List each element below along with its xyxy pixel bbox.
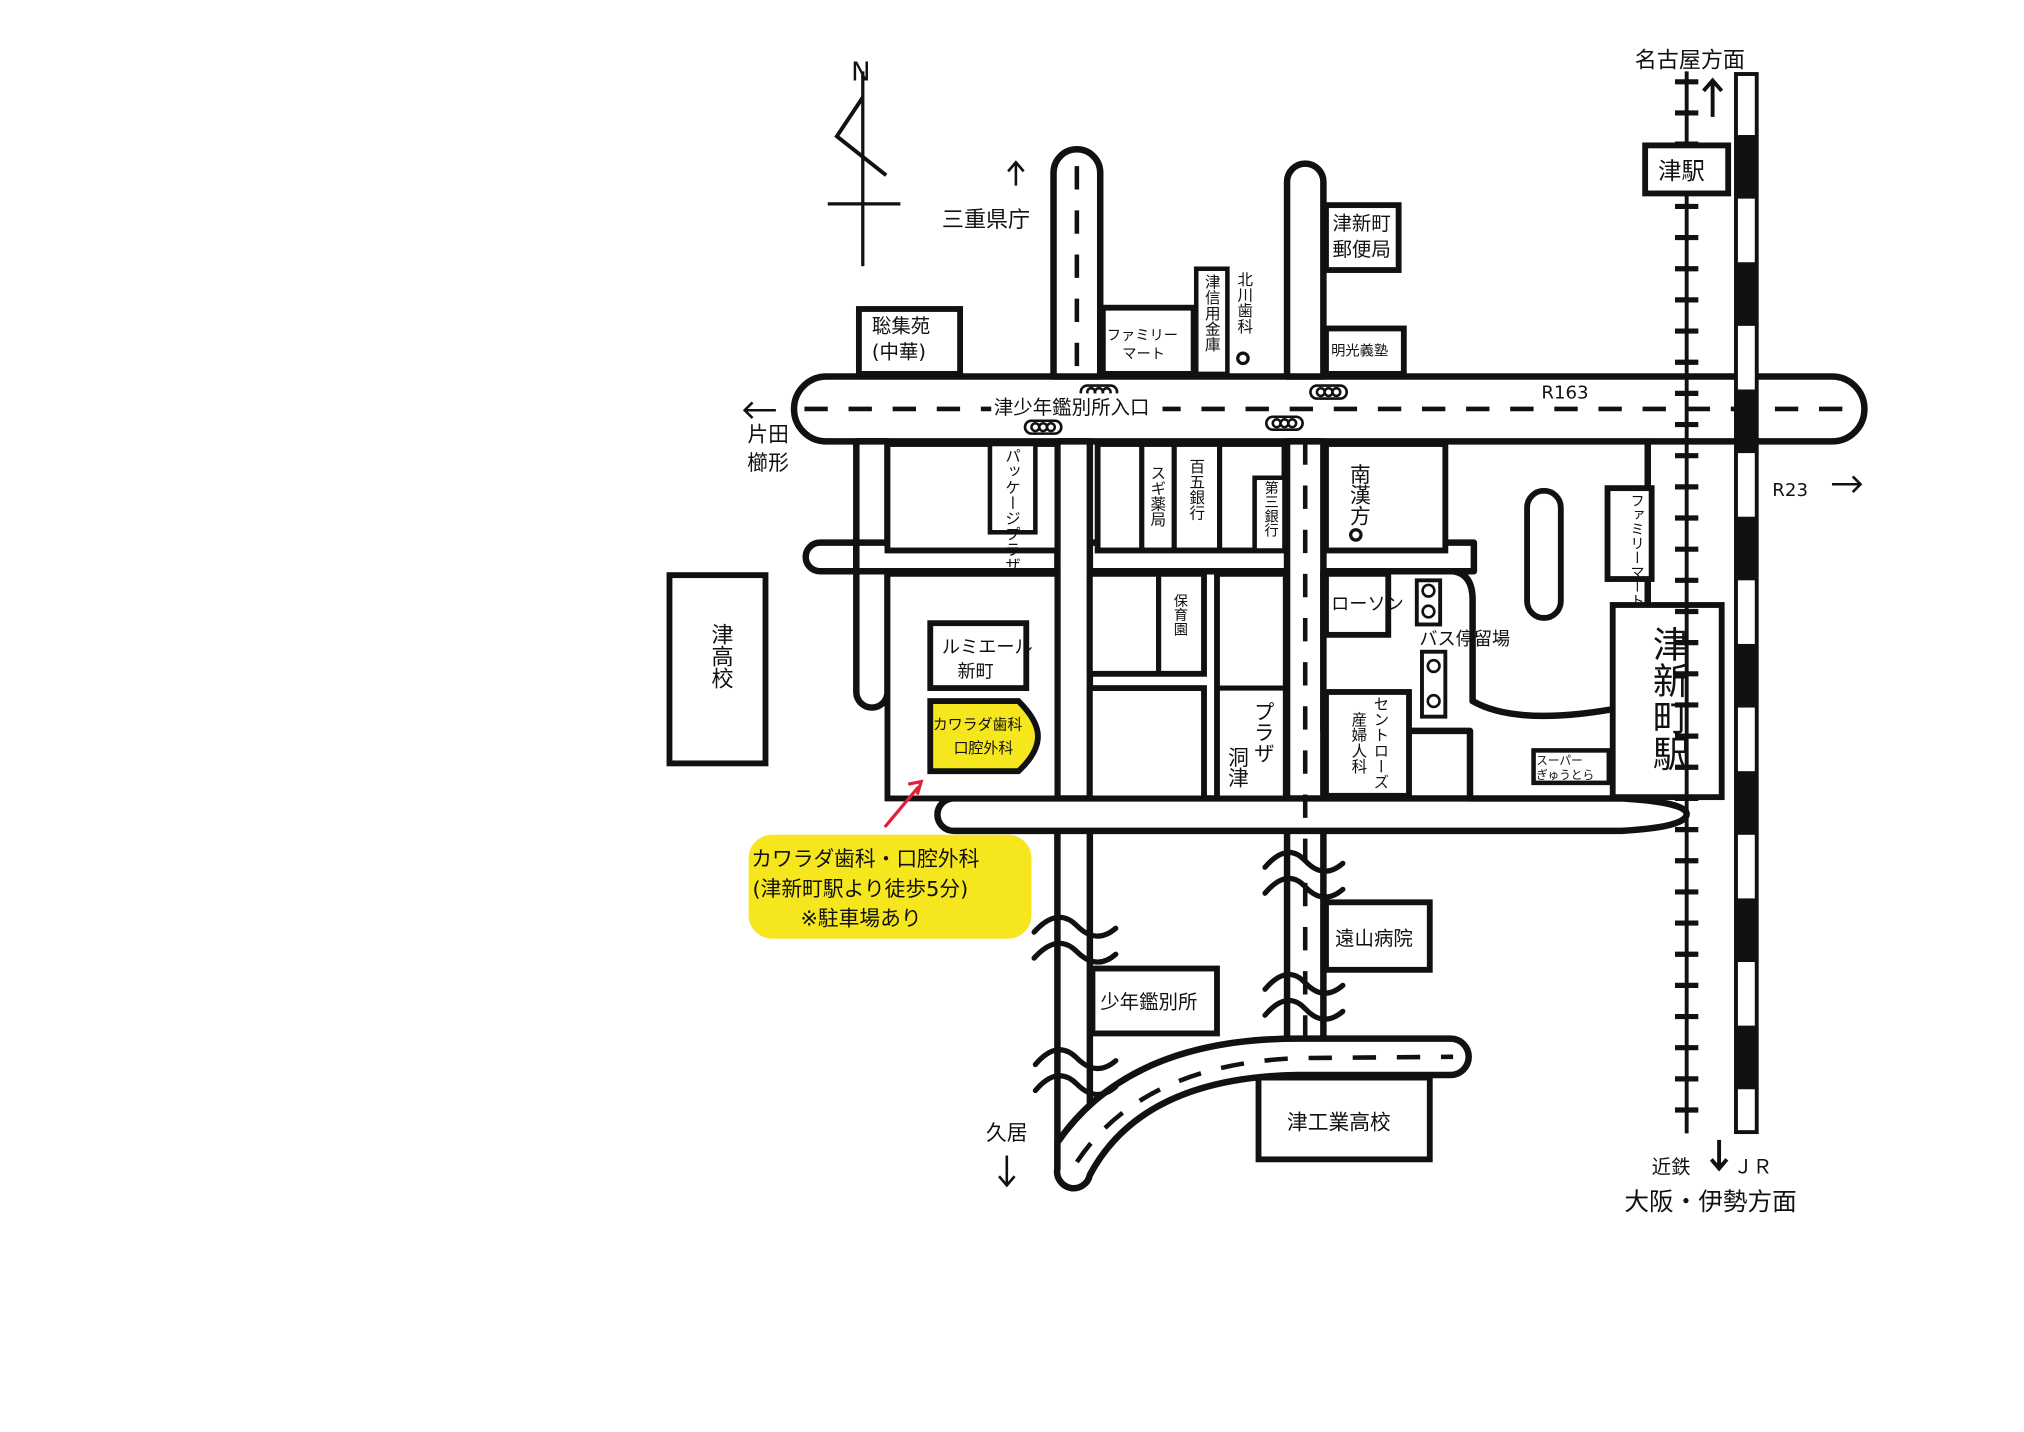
daisan-bank-building bbox=[1252, 475, 1287, 553]
centrose-label: セントローズ bbox=[1371, 696, 1389, 789]
tsu-shinkin-building bbox=[1193, 266, 1230, 377]
callout-clinic-name: カワラダ歯科・口腔外科 bbox=[751, 847, 979, 871]
compass-north-label: N bbox=[851, 57, 870, 87]
kintetsu-label: 近鉄 bbox=[1652, 1156, 1691, 1179]
meiko-label: 明光義塾 bbox=[1331, 343, 1388, 360]
soshuen-sub-label: (中華) bbox=[872, 340, 926, 363]
lawson-building bbox=[1323, 570, 1392, 638]
north-compass-icon: N bbox=[827, 57, 901, 267]
nagoya-direction-label: 名古屋方面 bbox=[1635, 49, 1745, 74]
tsu-tech-high-building bbox=[1255, 1074, 1433, 1163]
daisan-label: 第三銀行 bbox=[1262, 479, 1278, 539]
callout-parking-note: ※駐車場あり bbox=[801, 907, 922, 931]
road-lower bbox=[934, 795, 1690, 835]
bus-stop-markers bbox=[1414, 578, 1448, 719]
dotsu-label: 洞津 bbox=[1224, 747, 1248, 789]
callout-access-note: (津新町駅より徒歩5分) bbox=[753, 877, 969, 901]
jr-rail-segment bbox=[1735, 135, 1757, 199]
block-nursery bbox=[1086, 570, 1207, 677]
r163-label: R163 bbox=[1541, 383, 1588, 404]
familymart-north-label: ファミリー bbox=[1107, 328, 1178, 344]
soshuen-building bbox=[855, 306, 964, 377]
tsu-high-school-label: 津高校 bbox=[708, 623, 734, 690]
familymart-north-building bbox=[1099, 304, 1197, 377]
jr-rail-segment bbox=[1735, 771, 1757, 835]
station-rotary bbox=[1524, 487, 1564, 621]
plaza-label: プラザ bbox=[1250, 701, 1274, 763]
lumiere-sub-label: 新町 bbox=[958, 662, 994, 683]
super-gyutora-building bbox=[1531, 748, 1612, 786]
package-plaza-label: パッケージプラザ bbox=[1003, 448, 1021, 573]
road-curved-south bbox=[1053, 1035, 1472, 1192]
tsu-shinmachi-station-label: 津新町駅 bbox=[1647, 626, 1690, 771]
kawarada-clinic-building bbox=[927, 698, 1041, 775]
super-label: スーパー bbox=[1536, 754, 1583, 768]
jr-rail-segment bbox=[1735, 898, 1757, 963]
juvenile-center-building bbox=[1089, 965, 1220, 1037]
jr-rail-segment bbox=[1735, 643, 1757, 708]
super-sub-label: ぎゅうとら bbox=[1536, 768, 1594, 782]
post-office-label: 津新町 bbox=[1332, 212, 1390, 235]
centrose-building bbox=[1323, 689, 1412, 799]
post-office-sub-label: 郵便局 bbox=[1332, 238, 1390, 261]
nursery-label: 保育園 bbox=[1171, 593, 1187, 637]
soshuen-label: 聡集苑 bbox=[872, 314, 930, 337]
toyama-hospital-building bbox=[1323, 899, 1433, 973]
direction-arrows bbox=[742, 77, 1863, 1188]
jr-rail-segment bbox=[1735, 1025, 1757, 1090]
tsu-station-label: 津駅 bbox=[1658, 157, 1705, 185]
post-office-building bbox=[1323, 202, 1402, 273]
kitagawa-dental-label: 北川歯科 bbox=[1235, 271, 1253, 334]
tsu-station-building bbox=[1642, 142, 1732, 197]
nankampo-marker-icon bbox=[1349, 528, 1363, 542]
road-west-stub bbox=[853, 438, 891, 711]
lawson-label: ローソン bbox=[1331, 594, 1404, 615]
toyama-hospital-label: 遠山病院 bbox=[1335, 927, 1413, 950]
clinic-box-label: カワラダ歯科 bbox=[933, 716, 1023, 734]
nankampo-label: 南漢方 bbox=[1346, 463, 1370, 525]
jr-label: ＪＲ bbox=[1733, 1156, 1772, 1179]
bus-terminal-label: バス停留場 bbox=[1419, 629, 1510, 650]
clinic-callout: カワラダ歯科・口腔外科 (津新町駅より徒歩5分) ※駐車場あり bbox=[748, 779, 1032, 939]
nankampo-building bbox=[1323, 441, 1449, 554]
centrose-sub-label: 産婦人科 bbox=[1349, 711, 1367, 774]
road-centerlines bbox=[804, 166, 1856, 1164]
familymart-north-sub-label: マート bbox=[1122, 346, 1165, 362]
pointer-arrow-icon bbox=[883, 785, 920, 829]
kushigata-label: 櫛形 bbox=[747, 451, 789, 475]
juvenile-center-label: 少年鑑別所 bbox=[1100, 991, 1197, 1014]
tsu-high-school-building bbox=[666, 572, 769, 767]
road-break-marks bbox=[1031, 849, 1346, 1098]
block-southwest bbox=[1086, 685, 1207, 802]
jr-railway bbox=[1734, 72, 1759, 1135]
r23-label: R23 bbox=[1772, 480, 1808, 501]
lumiere-building bbox=[927, 620, 1030, 692]
traffic-signal-icons bbox=[1023, 384, 1349, 435]
tsu-tech-high-label: 津工業高校 bbox=[1287, 1110, 1391, 1134]
hisai-label: 久居 bbox=[986, 1121, 1028, 1145]
clinic-box-sub-label: 口腔外科 bbox=[954, 739, 1014, 757]
familymart-east-building bbox=[1604, 485, 1655, 582]
package-plaza-building bbox=[987, 441, 1038, 535]
prefectural-office-label: 三重県庁 bbox=[942, 208, 1030, 233]
meiko-building bbox=[1323, 325, 1407, 377]
jr-rail-segment bbox=[1735, 516, 1757, 581]
tsu-shinkin-label: 津信用金庫 bbox=[1203, 274, 1221, 352]
familymart-east-label: ファミリーマート bbox=[1628, 493, 1644, 607]
sugi-label: スギ薬局 bbox=[1148, 465, 1166, 528]
intersection-label: 津少年鑑別所入口 bbox=[994, 396, 1150, 419]
tsu-shinmachi-station-building bbox=[1609, 602, 1725, 801]
road-west-bump bbox=[802, 539, 860, 575]
katada-label: 片田 bbox=[747, 422, 789, 446]
osaka-ise-direction-label: 大阪・伊勢方面 bbox=[1624, 1187, 1796, 1216]
jr-rail-segment bbox=[1735, 389, 1757, 454]
kitagawa-dental-marker-icon bbox=[1236, 351, 1250, 366]
road-north-2 bbox=[1283, 160, 1327, 380]
jr-rail-segment bbox=[1735, 262, 1757, 326]
lumiere-label: ルミエール bbox=[942, 637, 1033, 658]
hyakugo-label: 百五銀行 bbox=[1187, 458, 1205, 521]
